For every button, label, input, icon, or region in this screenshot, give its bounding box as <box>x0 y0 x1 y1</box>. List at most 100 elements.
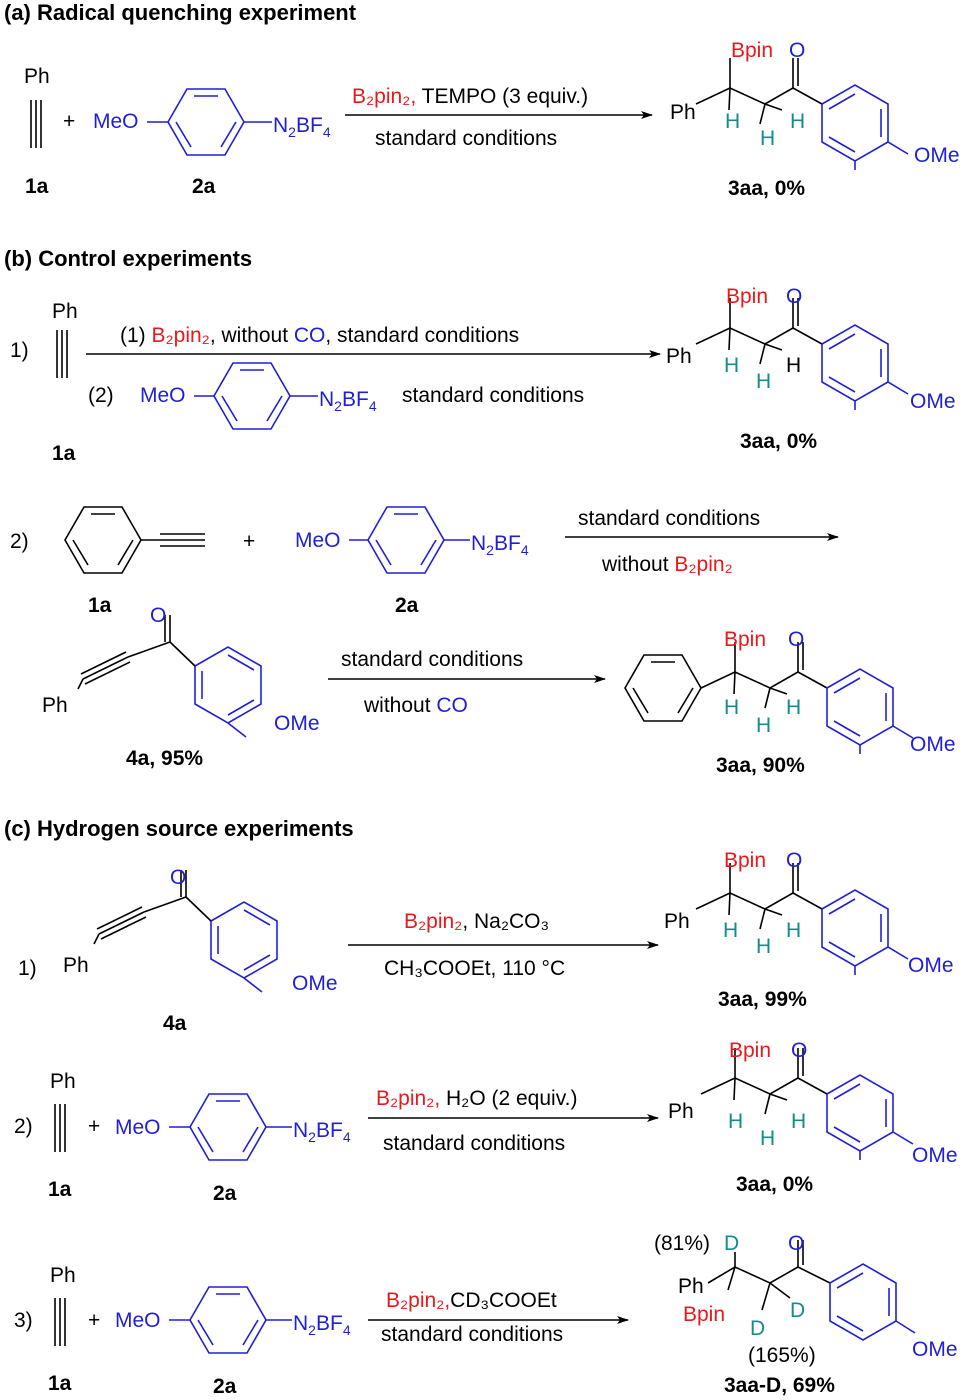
product-label-c3: 3aa-D, 69% <box>724 1374 835 1397</box>
meo-2a-a: MeO <box>93 110 139 133</box>
svg-text:H: H <box>760 127 775 150</box>
svg-text:without CO: without CO <box>363 694 468 717</box>
alkyne-1a-b1 <box>56 329 68 379</box>
svg-text:Bpin: Bpin <box>731 39 773 62</box>
svg-text:1a: 1a <box>88 594 112 617</box>
product-3aa-c2 <box>700 1047 914 1161</box>
svg-text:Bpin: Bpin <box>683 1303 725 1326</box>
svg-text:2a: 2a <box>213 1375 237 1398</box>
svg-text:D: D <box>724 1232 739 1255</box>
alkyne-1a-a <box>30 99 42 149</box>
svg-text:OMe: OMe <box>908 954 954 977</box>
svg-text:3): 3) <box>14 1309 33 1332</box>
ph-1a-a: Ph <box>24 65 50 88</box>
svg-text:OMe: OMe <box>912 1338 958 1361</box>
n2bf4-2a-a: N2BF4 <box>273 114 331 140</box>
svg-text:D: D <box>790 1299 805 1322</box>
svg-text:2): 2) <box>14 1115 33 1138</box>
svg-text:1): 1) <box>10 339 29 362</box>
svg-text:1a: 1a <box>48 1372 72 1395</box>
svg-text:(81%): (81%) <box>654 1232 710 1255</box>
plus-a: + <box>63 110 75 133</box>
svg-text:2a: 2a <box>395 594 419 617</box>
svg-text:B₂pin₂, H₂O (2 equiv.): B₂pin₂, H₂O (2 equiv.) <box>376 1087 577 1110</box>
svg-text:MeO: MeO <box>115 1309 161 1332</box>
svg-text:H: H <box>724 354 739 377</box>
svg-text:O: O <box>788 628 804 651</box>
section-c-title: (c) Hydrogen source experiments <box>4 816 354 841</box>
alkyne-1a-c3 <box>54 1297 66 1347</box>
svg-text:O: O <box>791 1039 807 1062</box>
svg-text:Ph: Ph <box>50 1070 76 1093</box>
svg-text:Ph: Ph <box>52 300 78 323</box>
svg-text:Ph: Ph <box>42 694 68 717</box>
svg-text:B₂pin₂,CD₃COOEt: B₂pin₂,CD₃COOEt <box>386 1289 557 1312</box>
svg-text:Ph: Ph <box>664 910 690 933</box>
ring-2a-c3 <box>189 1286 267 1354</box>
svg-text:OMe: OMe <box>910 733 956 756</box>
svg-text:Ph: Ph <box>678 1275 704 1298</box>
section-b-title: (b) Control experiments <box>4 246 252 271</box>
svg-text:H: H <box>723 919 738 942</box>
intermediate-label-b2: 4a, 95% <box>126 747 203 770</box>
svg-text:CH₃COOEt, 110 °C: CH₃COOEt, 110 °C <box>384 957 565 980</box>
conditions-a: standard conditions <box>375 127 557 150</box>
product-label-c1: 3aa, 99% <box>718 988 807 1011</box>
svg-text:O: O <box>788 1232 804 1255</box>
section-a-title: (a) Radical quenching experiment <box>4 0 357 25</box>
svg-text:Bpin: Bpin <box>724 849 766 872</box>
svg-text:Ph: Ph <box>63 954 89 977</box>
svg-text:OMe: OMe <box>910 390 956 413</box>
svg-text:O: O <box>789 39 805 62</box>
alkyne-1a-c2 <box>54 1103 66 1153</box>
svg-text:+: + <box>243 530 255 553</box>
svg-text:H: H <box>791 1110 806 1133</box>
svg-text:Ph: Ph <box>670 101 696 124</box>
reagents-a: B₂pin₂, TEMPO (3 equiv.) <box>352 85 588 108</box>
svg-text:2): 2) <box>10 530 29 553</box>
svg-text:(2): (2) <box>88 384 114 407</box>
svg-text:Ph: Ph <box>668 1100 694 1123</box>
svg-text:H: H <box>786 696 801 719</box>
svg-text:OMe: OMe <box>912 1144 958 1167</box>
svg-text:+: + <box>88 1115 100 1138</box>
product-label-b1: 3aa, 0% <box>740 430 817 453</box>
ring-2a-a <box>167 88 245 156</box>
svg-text:O: O <box>150 604 166 627</box>
svg-text:H: H <box>786 919 801 942</box>
svg-text:H: H <box>790 110 805 133</box>
svg-text:(165%): (165%) <box>748 1344 816 1367</box>
svg-text:H: H <box>756 714 771 737</box>
svg-text:O: O <box>786 285 802 308</box>
svg-text:O: O <box>170 866 186 889</box>
ynone-4a-b2 <box>77 614 262 738</box>
svg-text:1a: 1a <box>48 1178 72 1201</box>
svg-text:MeO: MeO <box>295 529 341 552</box>
svg-text:standard conditions: standard conditions <box>341 648 523 671</box>
svg-text:OMe: OMe <box>914 144 960 167</box>
svg-text:MeO: MeO <box>140 384 186 407</box>
svg-text:OMe: OMe <box>274 712 320 735</box>
svg-text:Bpin: Bpin <box>726 285 768 308</box>
step1-b1: (1) B₂pin₂, without CO, standard conditi… <box>120 324 519 347</box>
label-4a-c1: 4a <box>163 1012 187 1035</box>
ring-2a-c2 <box>189 1093 267 1161</box>
svg-text:H: H <box>760 1127 775 1150</box>
phenylacetylene-b2 <box>64 506 205 574</box>
label-1a-a: 1a <box>25 175 49 198</box>
svg-text:B₂pin₂, Na₂CO₃: B₂pin₂, Na₂CO₃ <box>404 910 549 933</box>
svg-text:without B₂pin₂: without B₂pin₂ <box>601 553 733 576</box>
svg-text:H: H <box>724 696 739 719</box>
svg-text:Ph: Ph <box>666 345 692 368</box>
phenyl-ring-b2-product <box>624 654 702 722</box>
label-2a-a: 2a <box>192 175 216 198</box>
svg-text:H: H <box>725 110 740 133</box>
svg-text:standard conditions: standard conditions <box>383 1132 565 1155</box>
svg-text:standard conditions: standard conditions <box>381 1323 563 1346</box>
svg-text:O: O <box>786 849 802 872</box>
product-3aa-d-c3 <box>707 1240 916 1341</box>
svg-text:D: D <box>750 1317 765 1340</box>
svg-text:Bpin: Bpin <box>729 1039 771 1062</box>
ring-2a-b2 <box>367 506 445 574</box>
